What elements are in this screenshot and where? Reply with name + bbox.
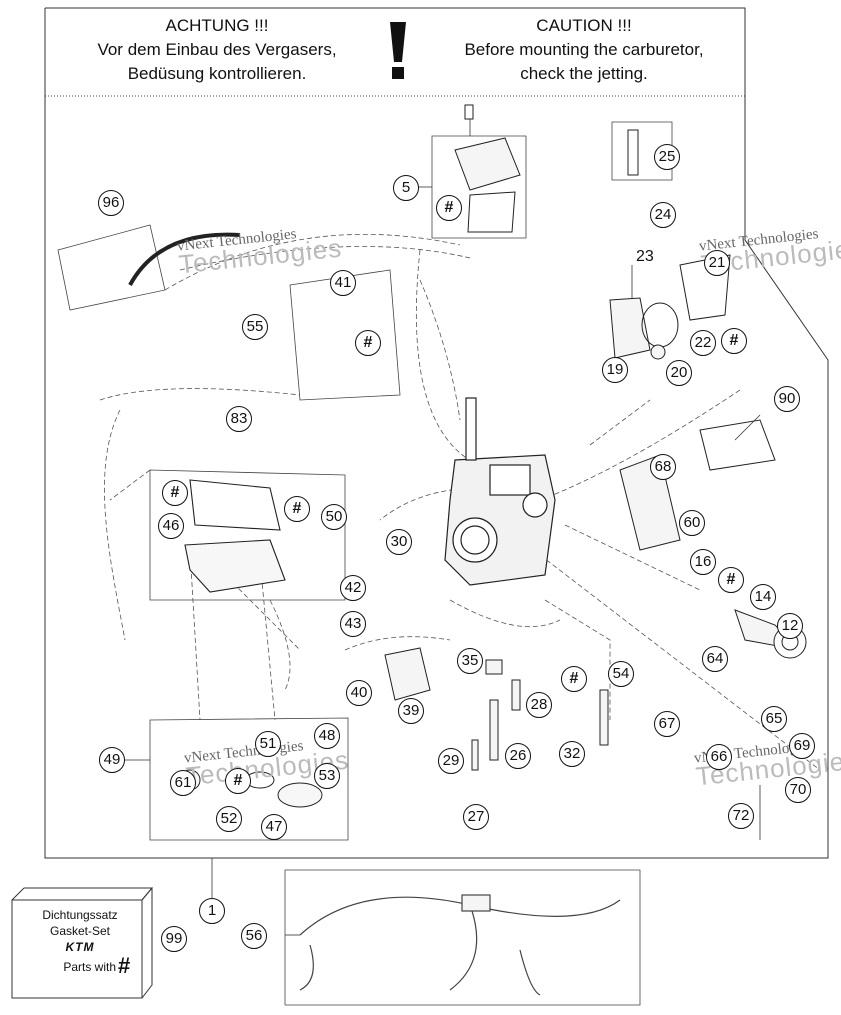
callout-hash[interactable]: # — [721, 328, 747, 354]
callout-12[interactable]: 12 — [777, 613, 803, 639]
callout-56[interactable]: 56 — [241, 923, 267, 949]
callout-61[interactable]: 61 — [170, 770, 196, 796]
warning-exclamation-icon — [390, 22, 406, 79]
warning-de-line2: Vor dem Einbau des Vergasers, — [97, 40, 337, 59]
callout-40[interactable]: 40 — [346, 680, 372, 706]
gasket-set-label-en: Gasket-Set — [49, 924, 111, 938]
ktm-logo: KTM — [65, 940, 95, 954]
callout-30[interactable]: 30 — [386, 529, 412, 555]
callout-39[interactable]: 39 — [398, 698, 424, 724]
callout-20[interactable]: 20 — [666, 360, 692, 386]
callout-28[interactable]: 28 — [526, 692, 552, 718]
box-hose-56 — [284, 869, 641, 1006]
callout-41[interactable]: 41 — [330, 270, 356, 296]
callout-72[interactable]: 72 — [728, 803, 754, 829]
callout-60[interactable]: 60 — [679, 510, 705, 536]
callout-64[interactable]: 64 — [702, 646, 728, 672]
box-top-cover — [431, 135, 527, 239]
callout-83[interactable]: 83 — [226, 406, 252, 432]
callout-hash[interactable]: # — [284, 496, 310, 522]
gasket-set-label-de: Dichtungssatz — [42, 908, 118, 922]
callout-27[interactable]: 27 — [463, 804, 489, 830]
callout-54[interactable]: 54 — [608, 661, 634, 687]
callout-hash[interactable]: # — [436, 195, 462, 221]
callout-hash[interactable]: # — [225, 768, 251, 794]
callout-16[interactable]: 16 — [690, 549, 716, 575]
warning-de-line3: Bedüsung kontrollieren. — [127, 64, 307, 83]
warning-de-line1: ACHTUNG !!! — [165, 16, 269, 35]
box-cable-96 — [57, 224, 166, 311]
callout-47[interactable]: 47 — [261, 814, 287, 840]
callout-67[interactable]: 67 — [654, 711, 680, 737]
callout-49[interactable]: 49 — [99, 747, 125, 773]
callout-69[interactable]: 69 — [789, 733, 815, 759]
callout-hash[interactable]: # — [162, 480, 188, 506]
callout-21[interactable]: 21 — [704, 250, 730, 276]
callout-1[interactable]: 1 — [199, 898, 225, 924]
callout-48[interactable]: 48 — [314, 723, 340, 749]
callout-53[interactable]: 53 — [314, 763, 340, 789]
warning-en-line2: Before mounting the carburetor, — [464, 40, 704, 59]
callout-hash[interactable]: # — [561, 666, 587, 692]
callout-25[interactable]: 25 — [654, 144, 680, 170]
hose-set-part — [299, 894, 621, 996]
box-bowl-bottom — [149, 717, 349, 841]
warning-text-german: ACHTUNG !!! Vor dem Einbau des Vergasers… — [62, 14, 372, 86]
callout-32[interactable]: 32 — [559, 741, 585, 767]
callout-24[interactable]: 24 — [650, 202, 676, 228]
callout-14[interactable]: 14 — [750, 584, 776, 610]
warning-en-line3: check the jetting. — [520, 64, 648, 83]
callout-52[interactable]: 52 — [216, 806, 242, 832]
callout-hash[interactable]: # — [355, 330, 381, 356]
warning-text-english: CAUTION !!! Before mounting the carburet… — [425, 14, 743, 86]
callout-26[interactable]: 26 — [505, 743, 531, 769]
callout-68[interactable]: 68 — [650, 454, 676, 480]
callout-42[interactable]: 42 — [340, 575, 366, 601]
callout-5[interactable]: 5 — [393, 175, 419, 201]
box-throttle-sensor — [611, 121, 673, 181]
gasket-set-parts-note: Parts with — [63, 960, 116, 974]
callout-70[interactable]: 70 — [785, 777, 811, 803]
callout-19[interactable]: 19 — [602, 357, 628, 383]
float-bowl-part — [184, 479, 304, 593]
box-float-bowl — [149, 469, 346, 601]
callout-50[interactable]: 50 — [321, 504, 347, 530]
callout-35[interactable]: 35 — [457, 648, 483, 674]
callout-99[interactable]: 99 — [161, 926, 187, 952]
callout-46[interactable]: 46 — [158, 513, 184, 539]
main-frame — [44, 7, 829, 859]
gasket-set-symbol: # — [118, 953, 131, 978]
callout-23[interactable]: 23 — [636, 248, 654, 265]
callout-90[interactable]: 90 — [774, 386, 800, 412]
callout-29[interactable]: 29 — [438, 748, 464, 774]
callout-55[interactable]: 55 — [242, 314, 268, 340]
callout-43[interactable]: 43 — [340, 611, 366, 637]
top-cover-part — [454, 104, 521, 233]
callout-65[interactable]: 65 — [761, 706, 787, 732]
throttle-sensor-part — [609, 129, 731, 360]
cable-96 — [128, 232, 241, 286]
box-valve-41 — [289, 269, 401, 401]
callout-96[interactable]: 96 — [98, 190, 124, 216]
callout-66[interactable]: 66 — [706, 744, 732, 770]
warning-en-line1: CAUTION !!! — [536, 16, 632, 35]
carburetor-body — [444, 397, 556, 586]
callout-hash[interactable]: # — [718, 567, 744, 593]
callout-22[interactable]: 22 — [690, 330, 716, 356]
callout-51[interactable]: 51 — [255, 731, 281, 757]
jets-part — [384, 647, 609, 771]
